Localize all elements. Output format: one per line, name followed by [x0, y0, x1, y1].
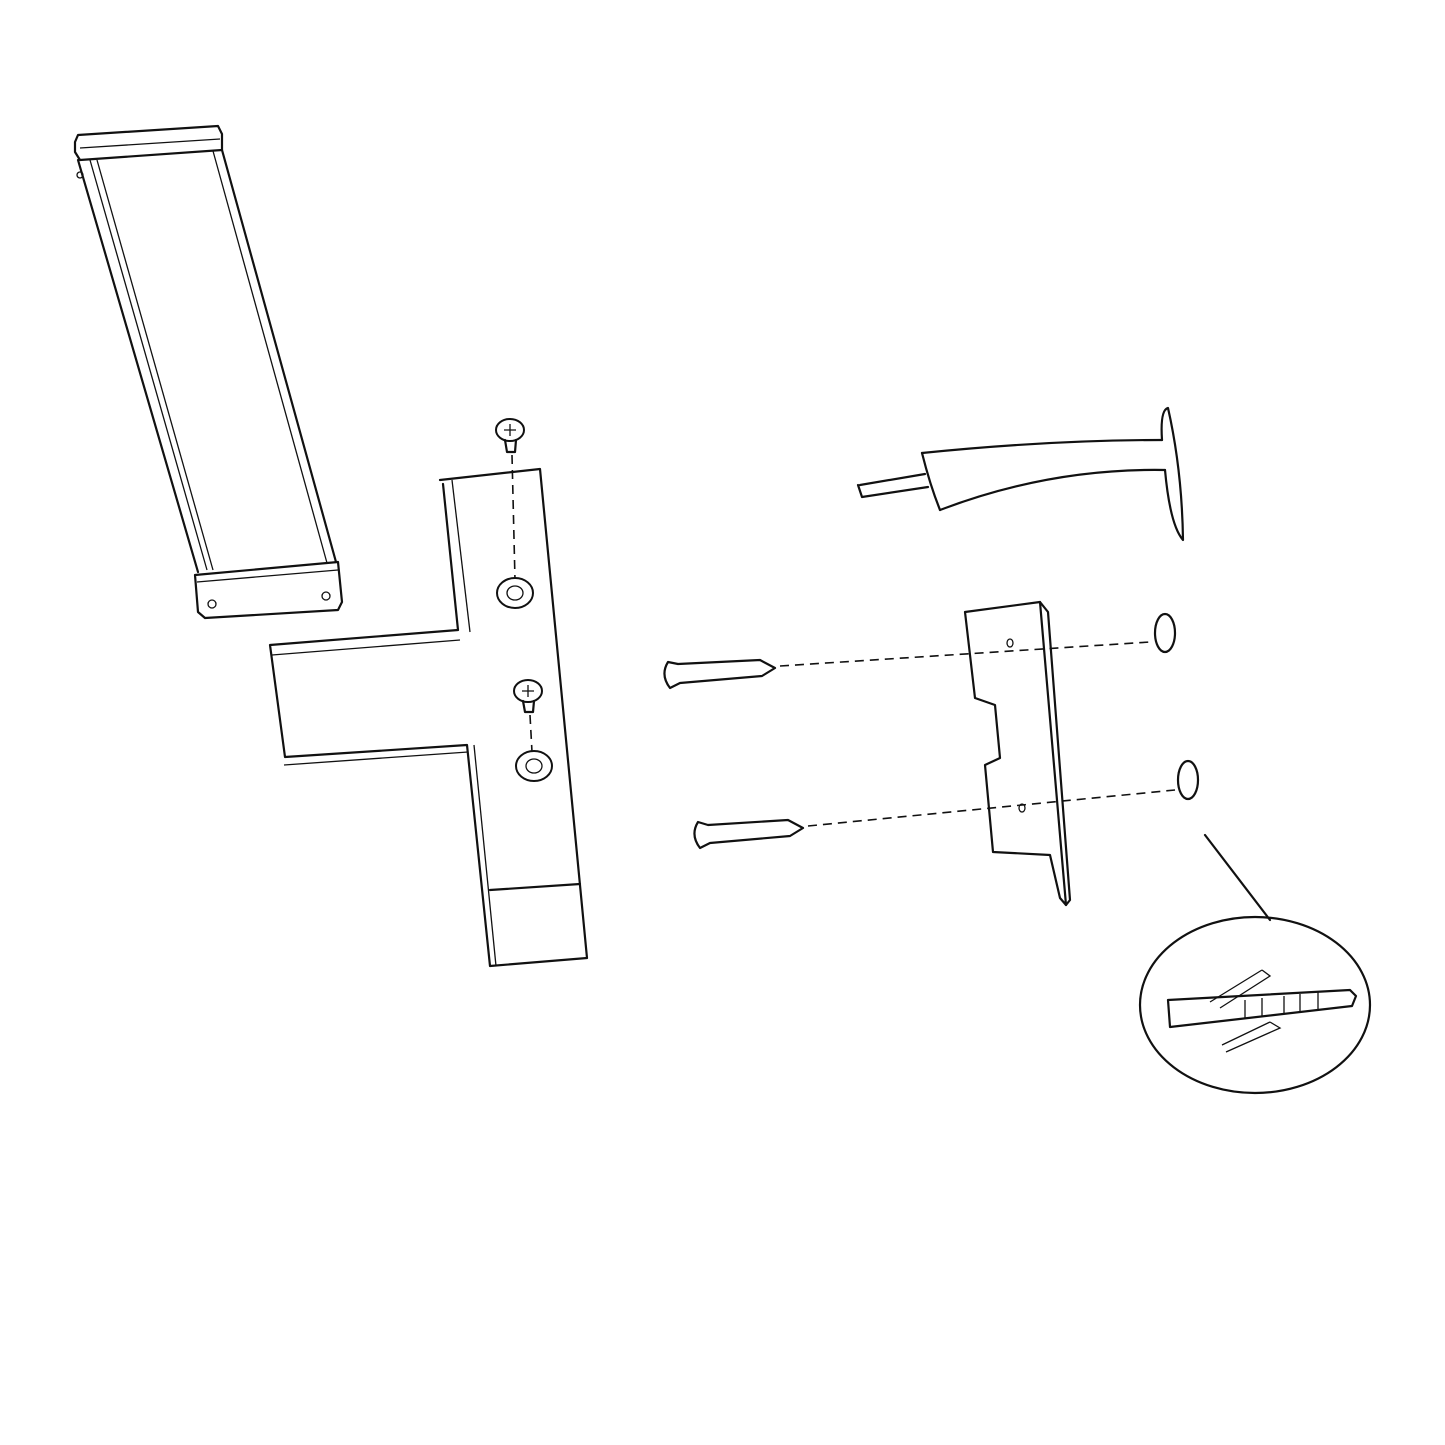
t-bracket	[268, 467, 589, 968]
light-bar	[73, 124, 344, 620]
wall-bracket	[963, 600, 1072, 907]
cable-outlet	[856, 406, 1185, 542]
wall-plug-detail	[1138, 833, 1372, 1095]
screw-guide-line	[511, 454, 533, 753]
mounting-screws	[495, 418, 543, 714]
wall-screws	[663, 658, 805, 850]
screw-guide-line	[779, 641, 1176, 827]
wall-plugs	[1153, 612, 1200, 801]
washers	[496, 577, 553, 782]
